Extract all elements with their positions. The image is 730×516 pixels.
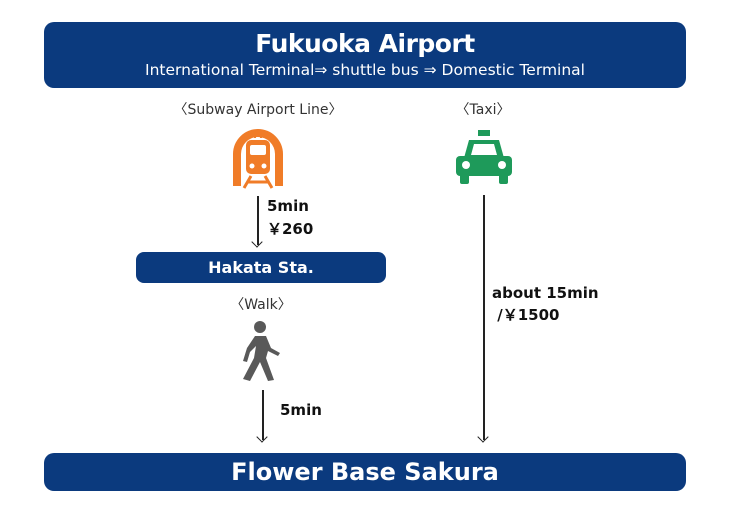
taxi-arrow [483,195,485,440]
walk-arrow [262,390,264,440]
origin-banner: Fukuoka Airport International Terminal⇒ … [44,22,686,88]
subway-fare: ￥260 [267,220,314,238]
taxi-time: about 15min [492,284,599,302]
subway-arrow [257,196,259,245]
subway-train-icon [233,129,283,189]
walk-label: 〈Walk〉 [230,297,292,313]
hakata-station-box: Hakata Sta. [136,252,386,283]
subway-label: 〈Subway Airport Line〉 [173,102,343,118]
subway-time: 5min [267,197,309,215]
taxi-label: 〈Taxi〉 [455,102,511,118]
walking-person-icon [243,321,280,381]
taxi-icon [456,130,512,184]
taxi-fare: /￥1500 [492,306,560,324]
origin-subtitle: International Terminal⇒ shuttle bus ⇒ Do… [145,61,585,79]
origin-title: Fukuoka Airport [255,29,475,58]
walk-time: 5min [280,401,322,419]
destination-banner: Flower Base Sakura [44,453,686,491]
